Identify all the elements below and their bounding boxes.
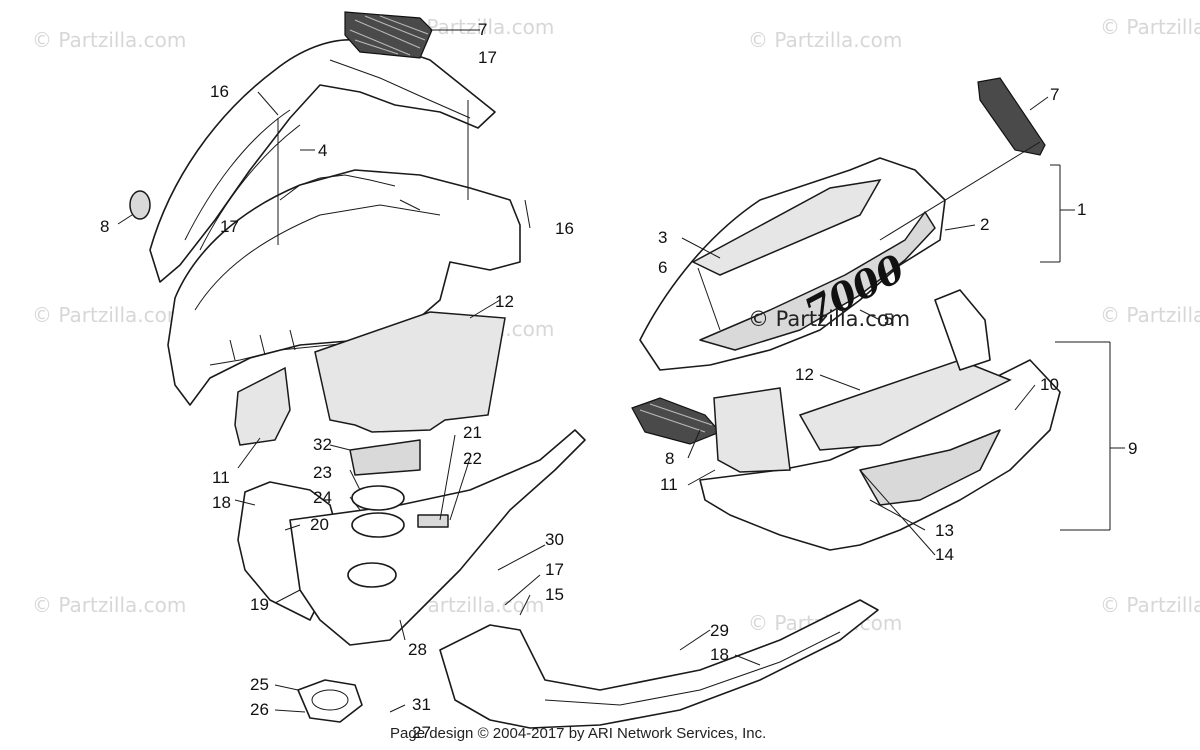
callout-label: 23	[313, 463, 332, 482]
callout-label: 17	[545, 560, 564, 579]
callout-label: 30	[545, 530, 564, 549]
watermark: © Partzilla.com	[32, 303, 186, 327]
belly-pan	[289, 429, 586, 646]
callout-label: 24	[313, 488, 332, 507]
callout-label: 28	[408, 640, 427, 659]
nose-side-trim	[934, 289, 991, 371]
side-grille	[631, 397, 722, 445]
center-watermark: © Partzilla.com	[748, 307, 910, 331]
watermark: © Partzilla.com	[1100, 15, 1200, 39]
upper-vent-grille	[344, 11, 433, 59]
callout-label: 25	[250, 675, 269, 694]
callout-label: 16	[210, 82, 229, 101]
hood-vent-grille	[977, 77, 1046, 156]
callout-label: 18	[710, 645, 729, 664]
callout-label: 4	[318, 141, 327, 160]
callout-label: 22	[463, 449, 482, 468]
callout-label: 11	[660, 475, 678, 494]
callout-label: 21	[463, 423, 482, 442]
callout-label: 17	[478, 48, 497, 67]
hood-decal	[699, 211, 936, 351]
callout-label: 15	[545, 585, 564, 604]
callout-label: 19	[250, 595, 269, 614]
callout-label: 6	[658, 258, 667, 277]
watermark: © Partzilla.com	[748, 28, 902, 52]
callout-label: 5	[884, 310, 893, 329]
side-vent-cap	[129, 190, 151, 220]
callout-label: 29	[710, 621, 729, 640]
watermark: © Partzilla.com	[32, 28, 186, 52]
callout-label: 16	[555, 219, 574, 238]
right-nose-assembly	[439, 289, 1061, 729]
footer-copyright: Page design © 2004-2017 by ARI Network S…	[390, 725, 766, 742]
leader-lines	[117, 29, 1125, 713]
callout-label: 18	[212, 493, 231, 512]
callout-label: 7	[1050, 85, 1059, 104]
callout-label: 8	[665, 449, 674, 468]
callout-label: 7	[478, 20, 487, 39]
callout-label: 12	[795, 365, 814, 384]
callout-label: 8	[100, 217, 109, 236]
callout-label: 10	[1040, 375, 1059, 394]
hood-side-panel	[149, 39, 496, 283]
lower-pan-assembly	[237, 429, 586, 723]
callouts: 7 17 16 4 8 17 16 12 11 32 23 24 21 22 1…	[100, 20, 1137, 742]
skid-rail	[439, 599, 879, 729]
watermark: © Partzilla.com	[1100, 593, 1200, 617]
lower-gasket	[297, 679, 363, 723]
callout-label: 17	[220, 217, 239, 236]
callout-label: 32	[313, 435, 332, 454]
hood-foam	[691, 179, 882, 276]
watermark: © Partzilla.com	[1100, 303, 1200, 327]
callout-label: 27	[412, 723, 431, 742]
watermark: © Partzilla.com	[32, 593, 186, 617]
callout-label: 13	[935, 521, 954, 540]
foam-pad	[314, 311, 506, 433]
hood-panel	[639, 157, 946, 371]
callout-label: 9	[1128, 439, 1137, 458]
foam-pad-small	[234, 366, 291, 446]
callout-label: 20	[310, 515, 329, 534]
callout-label: 1	[1077, 200, 1086, 219]
callout-label: 12	[495, 292, 514, 311]
foam-insert	[713, 387, 791, 473]
callout-label: 11	[212, 468, 230, 487]
duct-opening	[347, 562, 397, 588]
gasket-ring	[351, 485, 405, 511]
vent-plate	[417, 514, 449, 528]
belly-plate	[349, 439, 421, 476]
callout-label: 2	[980, 215, 989, 234]
nose-foam	[798, 359, 1012, 451]
upper-hood-assembly	[129, 11, 521, 406]
callout-label: 14	[935, 545, 954, 564]
callout-label: 31	[412, 695, 431, 714]
gasket-ring	[351, 512, 405, 538]
callout-label: 3	[658, 228, 667, 247]
callout-label: 26	[250, 700, 269, 719]
